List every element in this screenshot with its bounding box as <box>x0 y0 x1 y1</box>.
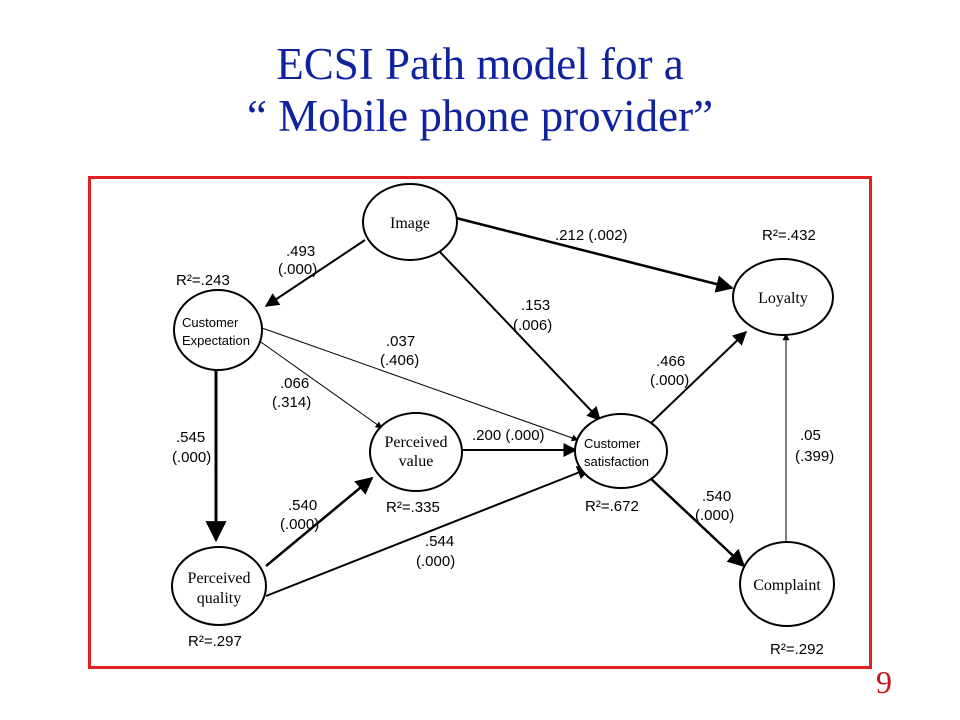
label-expectation-to-value-coef: .066 <box>280 375 309 392</box>
label-complaint-to-loyalty-p: (.399) <box>795 448 834 465</box>
label-quality-to-value-p: (.000) <box>280 516 319 533</box>
label-quality-to-value-coef: .540 <box>288 497 317 514</box>
label-complaint-to-loyalty-coef: .05 <box>800 427 821 444</box>
r2-loyalty: R²=.432 <box>762 227 816 244</box>
node-customer-satisfaction: Customer satisfaction <box>574 413 668 489</box>
label-expectation-to-value-p: (.314) <box>272 394 311 411</box>
label-expectation-to-quality-coef: .545 <box>176 429 205 446</box>
label-expectation-to-satisfaction-coef: .037 <box>386 333 415 350</box>
node-image: Image <box>362 183 458 261</box>
edges <box>205 216 790 597</box>
slide-title-line2: “ Mobile phone provider” <box>246 91 714 141</box>
node-perceived-quality: Perceived quality <box>171 546 267 626</box>
label-image-to-expectation-p: (.000) <box>278 261 317 278</box>
node-customer-satisfaction-label-line2: satisfaction <box>584 454 649 469</box>
node-customer-expectation: Customer Expectation <box>173 289 263 371</box>
edge-quality-to-satisfaction <box>265 466 592 597</box>
label-value-to-satisfaction: .200 (.000) <box>472 427 545 444</box>
node-perceived-value: Perceived value <box>369 412 463 492</box>
node-customer-expectation-label-line2: Expectation <box>182 333 250 348</box>
slide-title: ECSI Path model for a “ Mobile phone pro… <box>0 38 960 142</box>
node-loyalty-label: Loyalty <box>758 290 808 307</box>
label-image-to-satisfaction-p: (.006) <box>513 317 552 334</box>
edge-quality-to-value <box>265 476 374 567</box>
diagram-frame <box>88 176 872 669</box>
node-customer-satisfaction-label-line1: Customer <box>584 436 641 451</box>
edge-satisfaction-to-loyalty <box>649 331 748 425</box>
edge-image-to-satisfaction <box>439 251 601 422</box>
node-image-label: Image <box>390 215 430 232</box>
node-complaint-label: Complaint <box>753 577 821 594</box>
edge-expectation-to-satisfaction <box>261 327 579 442</box>
edge-image-to-loyalty <box>455 216 734 293</box>
label-satisfaction-to-loyalty-coef: .466 <box>656 353 685 370</box>
node-complaint: Complaint <box>739 541 835 627</box>
node-perceived-value-label-line1: Perceived <box>384 434 447 451</box>
label-image-to-satisfaction-coef: .153 <box>521 297 550 314</box>
r2-perceived-value: R²=.335 <box>386 499 440 516</box>
edge-satisfaction-to-complaint <box>647 475 746 568</box>
slide-title-line1: ECSI Path model for a <box>276 39 684 89</box>
label-expectation-to-quality-p: (.000) <box>172 449 211 466</box>
label-image-to-expectation-coef: .493 <box>286 243 315 260</box>
label-quality-to-satisfaction-p: (.000) <box>416 553 455 570</box>
r2-customer-expectation: R²=.243 <box>176 272 230 289</box>
page-number: 9 <box>876 664 892 700</box>
node-loyalty: Loyalty <box>732 258 834 336</box>
label-expectation-to-satisfaction-p: (.406) <box>380 352 419 369</box>
r2-customer-satisfaction: R²=.672 <box>585 498 639 515</box>
edge-expectation-to-value <box>257 339 383 429</box>
node-perceived-quality-label-line1: Perceived <box>187 570 250 587</box>
node-perceived-value-label-line2: value <box>399 453 434 470</box>
label-image-to-loyalty: .212 (.002) <box>555 227 628 244</box>
node-customer-expectation-label-line1: Customer <box>182 315 239 330</box>
label-satisfaction-to-complaint-p: (.000) <box>695 507 734 524</box>
node-perceived-quality-label-line2: quality <box>197 590 241 607</box>
r2-perceived-quality: R²=.297 <box>188 633 242 650</box>
label-satisfaction-to-complaint-coef: .540 <box>702 488 731 505</box>
edge-image-to-expectation <box>264 239 366 307</box>
label-satisfaction-to-loyalty-p: (.000) <box>650 372 689 389</box>
r2-complaint: R²=.292 <box>770 641 824 658</box>
label-quality-to-satisfaction-coef: .544 <box>425 533 454 550</box>
